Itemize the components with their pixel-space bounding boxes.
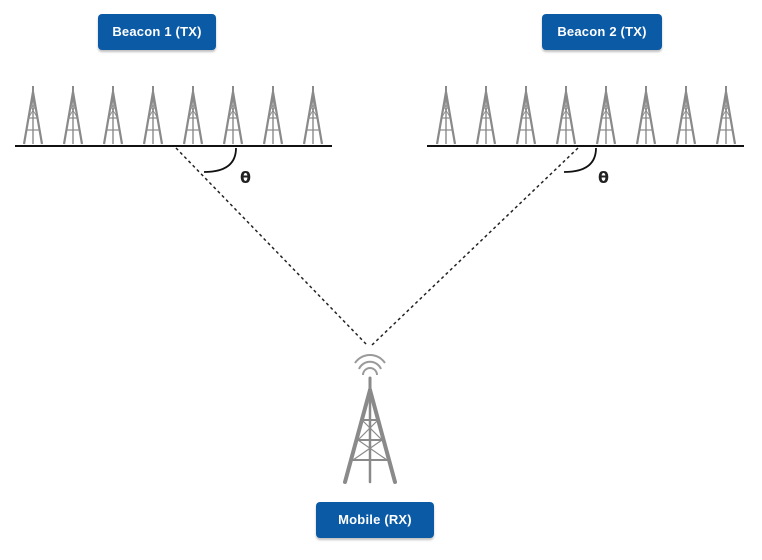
signal-path-beacon2 — [371, 147, 579, 346]
antenna-tower-icon — [262, 84, 284, 146]
antenna-tower-icon — [715, 84, 737, 146]
beacon1-array — [15, 84, 332, 173]
beacon2-array — [427, 84, 744, 173]
antenna-tower-icon — [302, 84, 324, 146]
beacon2-angle-label: θ — [598, 168, 609, 187]
beacon2-label-badge: Beacon 2 (TX) — [542, 14, 662, 50]
antenna-tower-icon — [475, 84, 497, 146]
antenna-tower-icon — [62, 84, 84, 146]
antenna-tower-icon — [435, 84, 457, 146]
antenna-tower-icon — [102, 84, 124, 146]
antenna-tower-icon — [222, 84, 244, 146]
antenna-tower-icon — [635, 84, 657, 146]
beacon1-angle-label: θ — [240, 168, 251, 187]
signal-path-beacon1 — [175, 147, 368, 346]
antenna-tower-icon — [142, 84, 164, 146]
mobile-label-badge: Mobile (RX) — [316, 502, 434, 538]
antenna-tower-icon — [675, 84, 697, 146]
beacon2-antenna-elements — [435, 84, 737, 146]
antenna-tower-icon — [555, 84, 577, 146]
mobile-station — [343, 354, 397, 484]
antenna-tower-icon — [595, 84, 617, 146]
beacon1-angle-arc — [203, 147, 237, 173]
beacon2-angle-arc — [563, 147, 597, 173]
beacon1-label-badge: Beacon 1 (TX) — [98, 14, 216, 50]
antenna-tower-icon — [343, 376, 397, 484]
beacon1-antenna-elements — [22, 84, 324, 146]
wifi-signal-icon — [354, 354, 386, 376]
antenna-tower-icon — [22, 84, 44, 146]
antenna-tower-icon — [182, 84, 204, 146]
antenna-tower-icon — [515, 84, 537, 146]
